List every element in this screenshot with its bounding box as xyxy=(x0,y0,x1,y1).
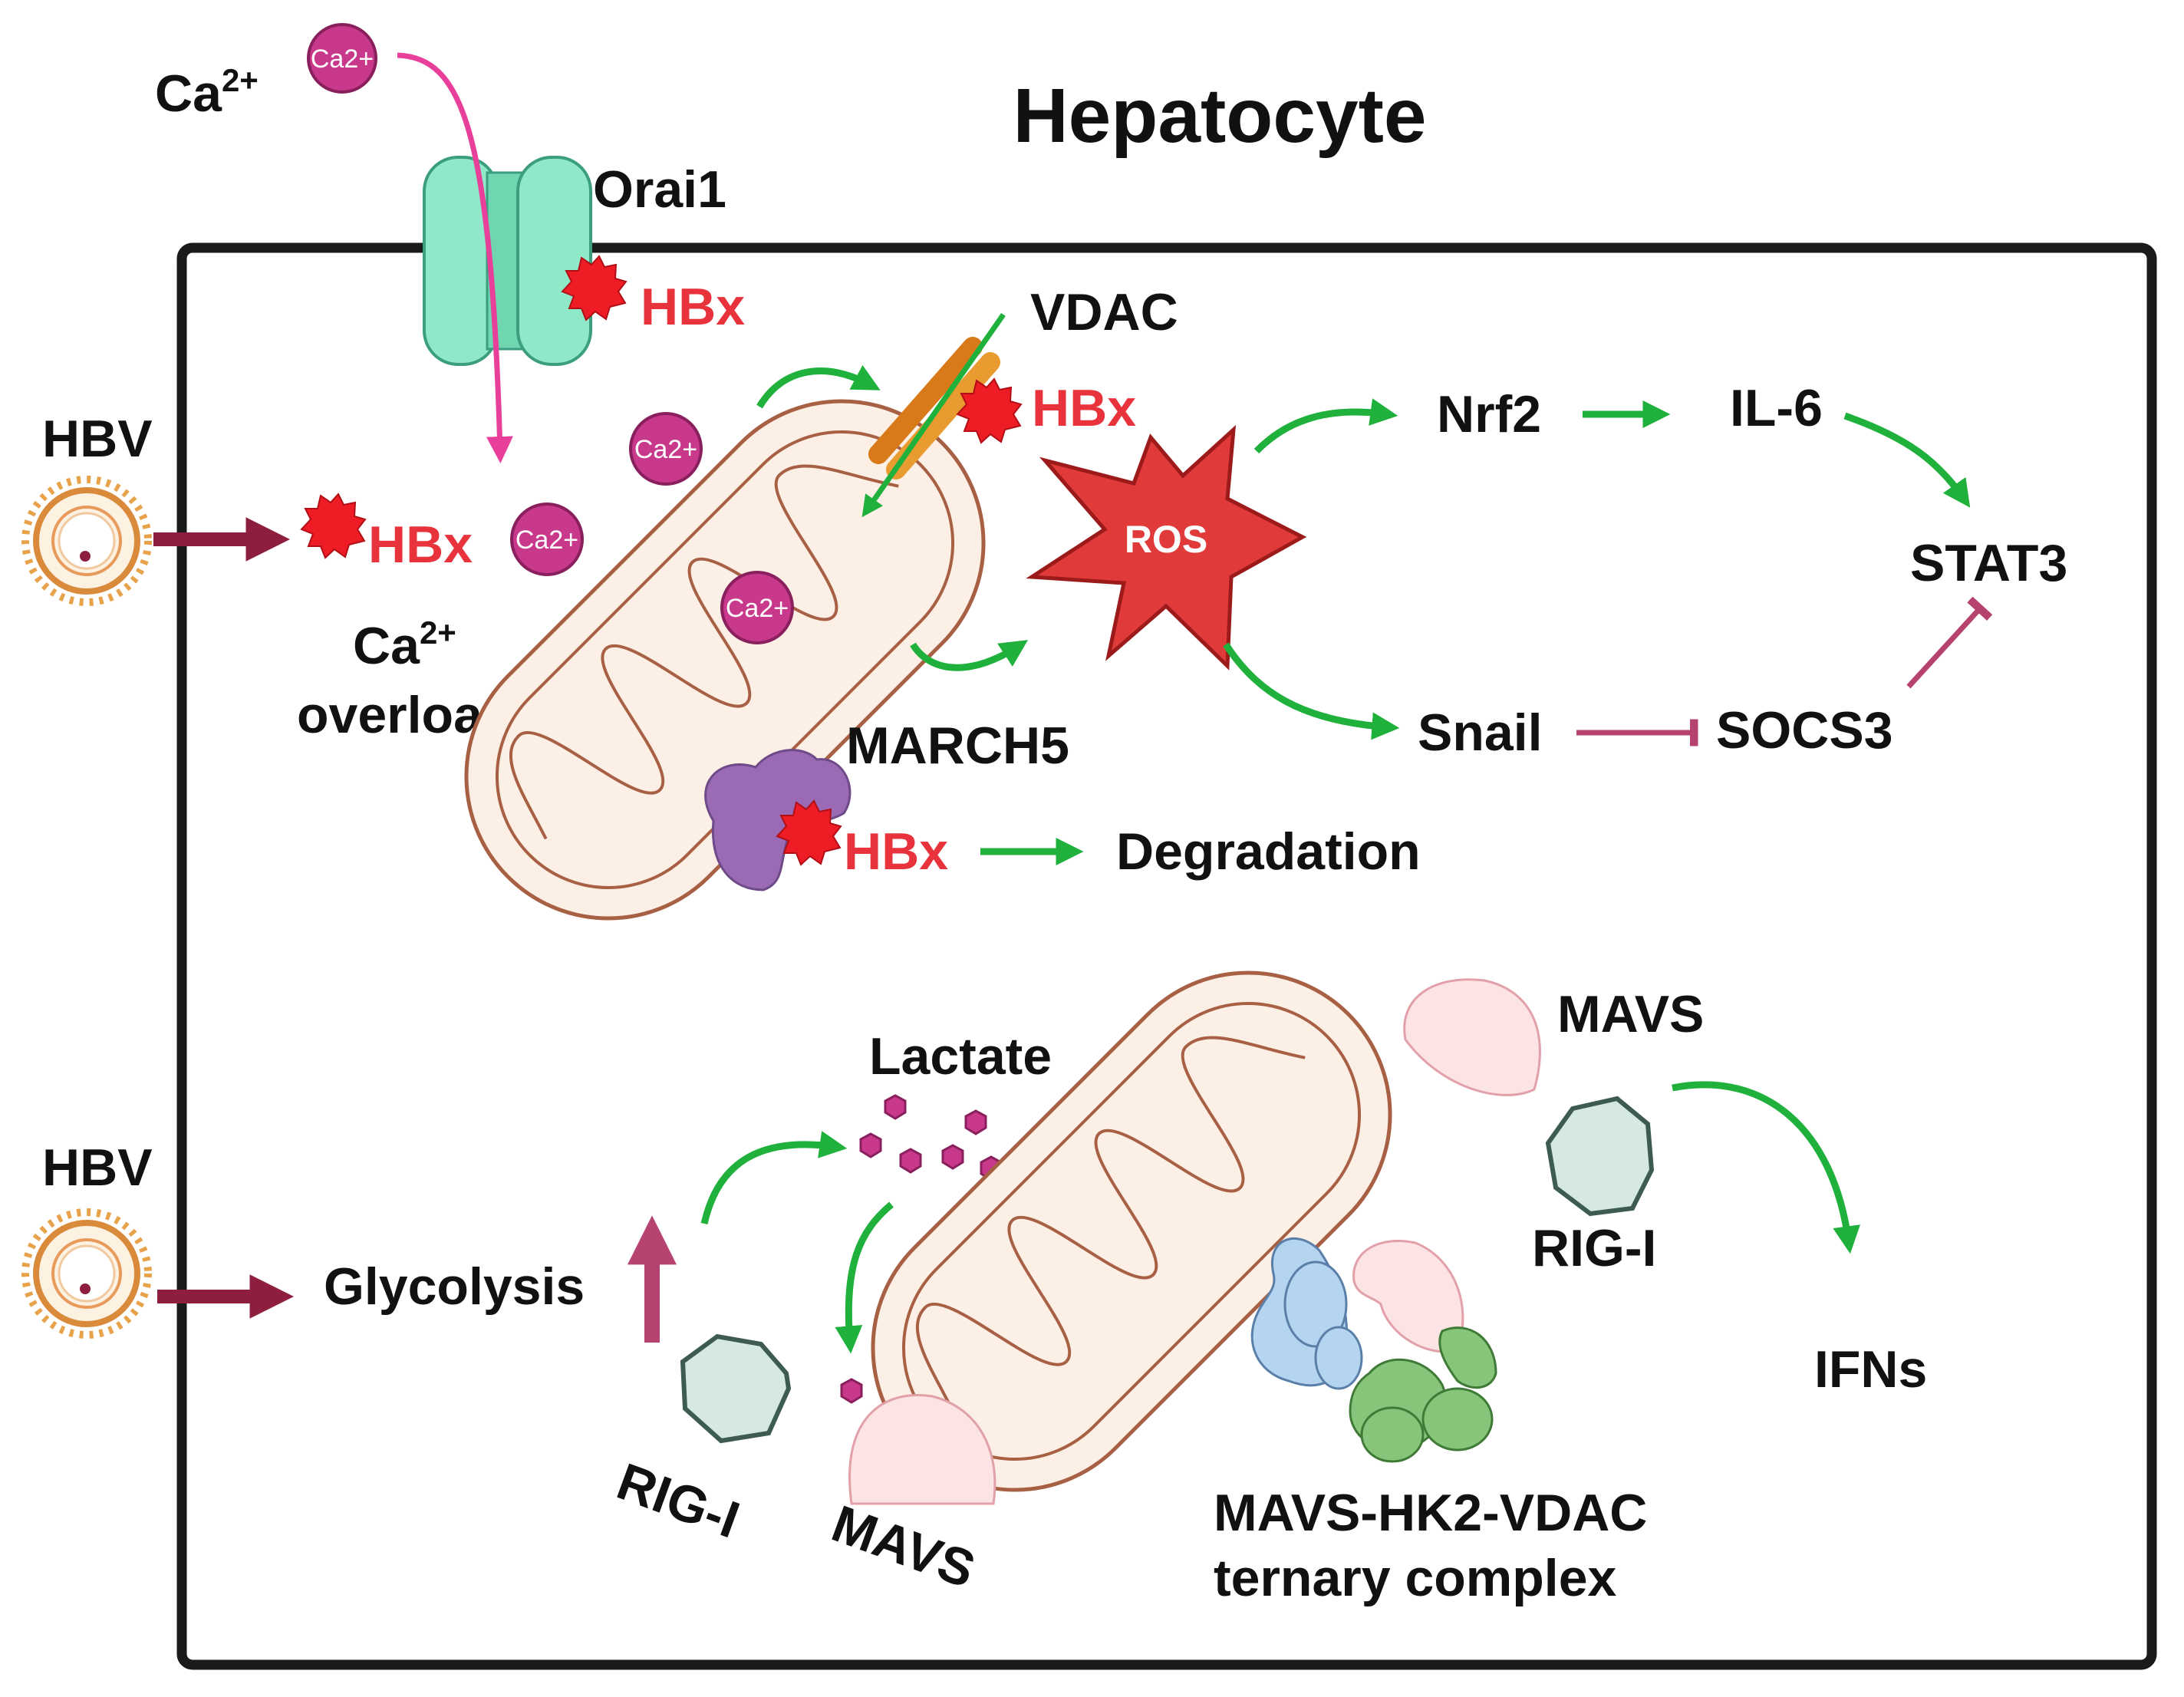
complex-label-line2: ternary complex xyxy=(1214,1549,1617,1607)
svg-text:Ca2+: Ca2+ xyxy=(634,435,697,464)
calcium-ion-mitochondrial: Ca2+ xyxy=(720,571,794,644)
orai1-channel xyxy=(423,156,592,366)
mavs-top-label: MAVS xyxy=(1557,985,1704,1043)
hbx-entry-label: HBx xyxy=(368,516,473,574)
mavs-hk2-vdac-complex-icon xyxy=(1250,1237,1497,1463)
march5-protein-icon xyxy=(704,749,852,891)
socs3-label: SOCS3 xyxy=(1716,701,1893,760)
calcium-ion-near-hbx: Ca2+ xyxy=(510,503,584,576)
lactate-label: Lactate xyxy=(869,1027,1052,1086)
orai1-label: Orai1 xyxy=(593,160,726,219)
calcium-uptake-arrow xyxy=(861,312,1006,518)
complex-label-line1: MAVS-HK2-VDAC xyxy=(1214,1484,1647,1542)
glycolysis-label: Glycolysis xyxy=(324,1257,585,1316)
mitochondrion-top xyxy=(464,399,986,921)
hbv-virus-icon xyxy=(21,1208,152,1339)
ros-label: ROS xyxy=(1125,518,1207,561)
hbx-protein-icon xyxy=(776,799,842,866)
ca-overload-label-line1: Ca2+ xyxy=(353,615,456,675)
mavs-protein-left xyxy=(848,1394,996,1505)
calcium-ion-cytoplasm: Ca2+ xyxy=(629,412,703,486)
lactate-to-mavs-arrow xyxy=(835,1201,894,1354)
hbv-virus-icon xyxy=(21,476,152,606)
stat3-label: STAT3 xyxy=(1910,534,2067,592)
svg-text:Ca2+: Ca2+ xyxy=(516,526,578,555)
vdac-label: VDAC xyxy=(1030,283,1178,341)
snail-label: Snail xyxy=(1418,704,1543,762)
lactate-molecules xyxy=(859,1094,1003,1181)
glycolysis-to-lactate-arrow xyxy=(700,1131,848,1224)
hbv-top-label: HBV xyxy=(42,410,153,468)
nrf2-label: Nrf2 xyxy=(1437,385,1541,443)
ros-to-nrf2-arrow xyxy=(1253,398,1398,454)
hbx-vdac-label: HBx xyxy=(1032,379,1136,437)
degradation-label: Degradation xyxy=(1116,822,1421,881)
mavs-protein-right xyxy=(1403,978,1541,1096)
hbv-bottom-label: HBV xyxy=(42,1138,153,1197)
march5-label: MARCH5 xyxy=(846,717,1069,775)
ca-outside-label: Ca2+ xyxy=(155,62,259,123)
hbx-protein-icon xyxy=(956,377,1023,444)
calcium-influx-arrow xyxy=(397,52,513,463)
calcium-to-vdac-arrow xyxy=(756,364,881,409)
mavs-to-ifns-arrow xyxy=(1672,1081,1860,1254)
hbx-protein-icon xyxy=(561,255,628,321)
hbx-orai-label: HBx xyxy=(641,278,745,336)
lactate-modification-icon xyxy=(840,1378,863,1404)
ros-to-snail-arrow xyxy=(1223,642,1400,740)
diagram-title: Hepatocyte xyxy=(1013,73,1426,159)
ifns-label: IFNs xyxy=(1814,1340,1927,1399)
rig-i-protein-left xyxy=(680,1333,792,1444)
il6-to-stat3-arrow xyxy=(1843,412,1971,508)
mavs-left-label: MAVS xyxy=(825,1494,983,1600)
calcium-ion-outside: Ca2+ xyxy=(307,23,377,94)
socs3-inhibits-stat3 xyxy=(1906,596,1993,689)
mitochondria-to-ros-arrow xyxy=(910,640,1029,671)
svg-text:Ca2+: Ca2+ xyxy=(311,44,374,74)
hbx-protein-icon xyxy=(300,493,367,559)
svg-text:Ca2+: Ca2+ xyxy=(726,594,789,623)
vdac-channel xyxy=(868,337,1000,479)
ros-burst-icon xyxy=(1026,424,1307,671)
rig-i-protein-right xyxy=(1545,1096,1655,1217)
hepatocyte-cell-boundary xyxy=(176,242,2157,1670)
rig-i-left-label: RIG-I xyxy=(610,1452,747,1550)
rig-i-right-label: RIG-I xyxy=(1532,1219,1656,1277)
hbx-march5-label: HBx xyxy=(844,822,948,881)
il6-label: IL-6 xyxy=(1730,379,1823,437)
